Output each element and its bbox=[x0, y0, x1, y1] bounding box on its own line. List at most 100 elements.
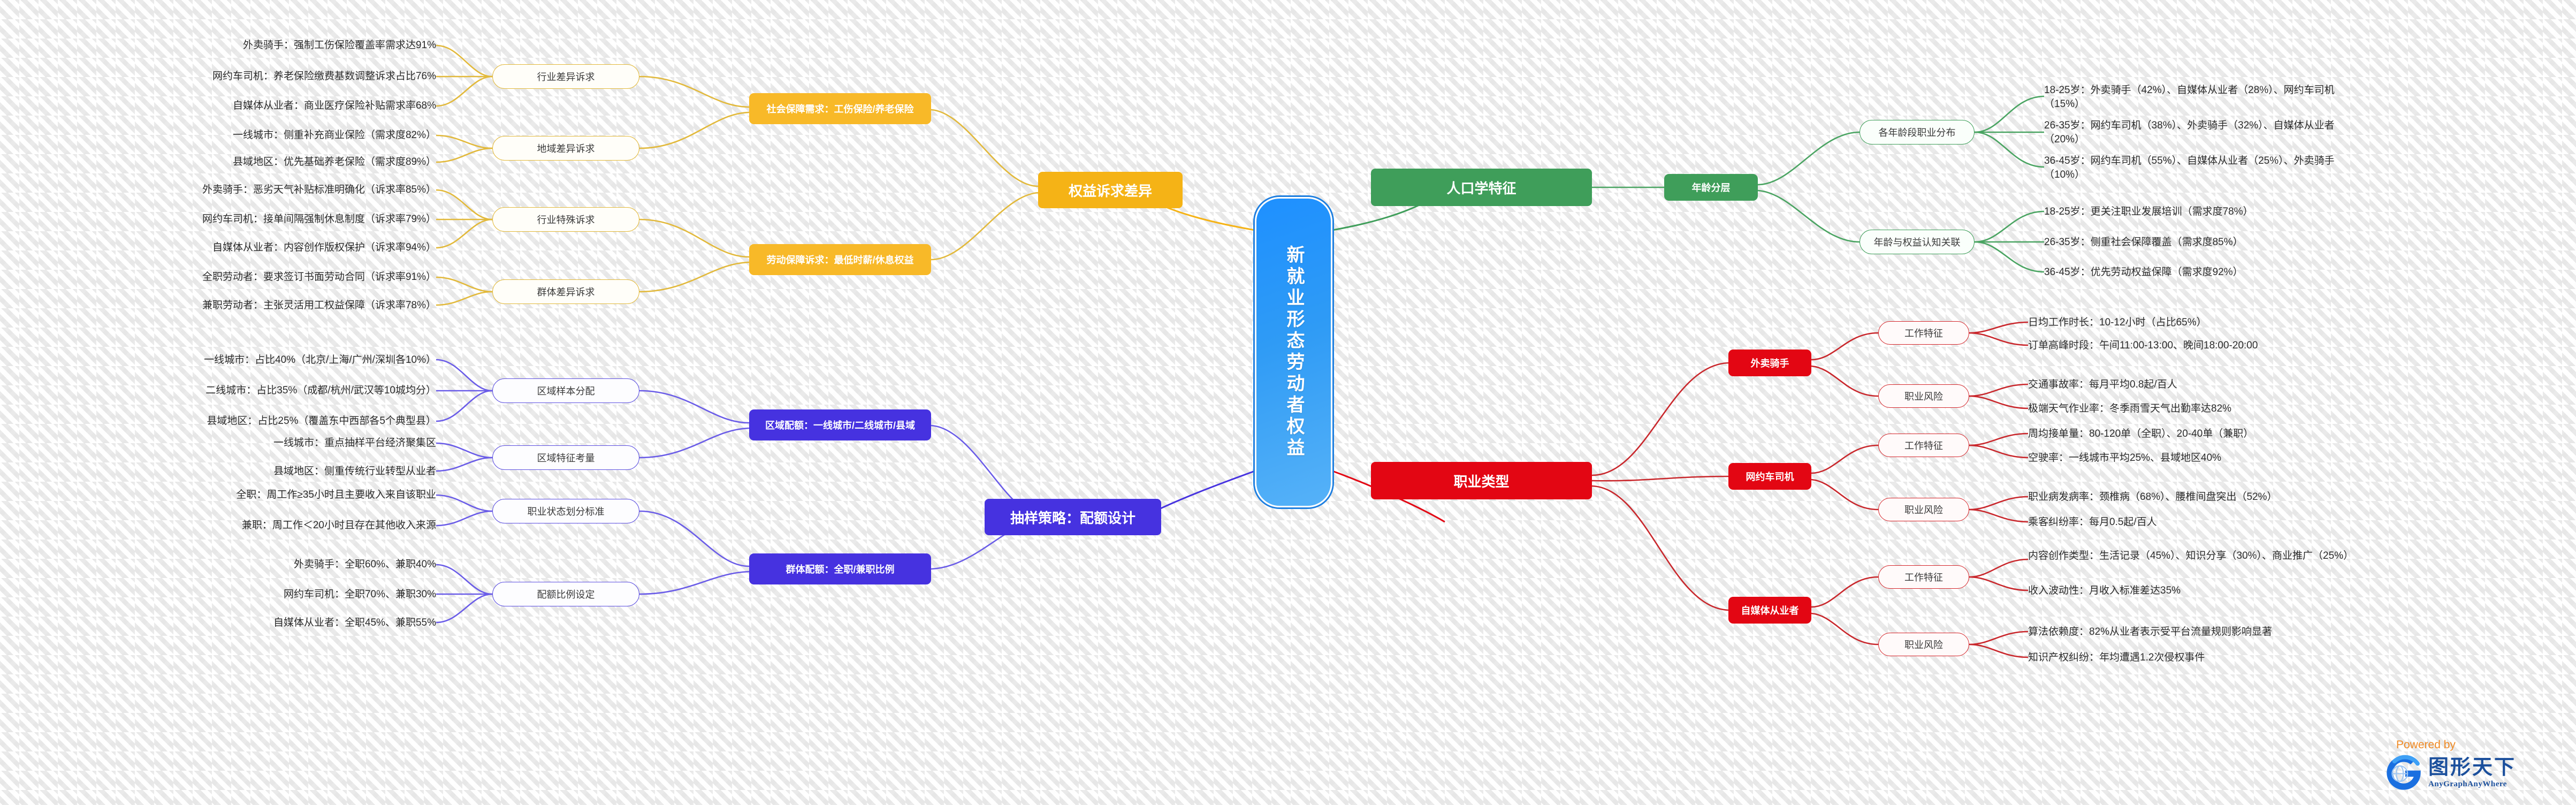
demographics-child-age-strata[interactable]: 年龄分层 bbox=[1664, 174, 1758, 201]
pill-rider-occupational-risk[interactable]: 职业风险 bbox=[1878, 384, 1969, 408]
rights-child-labor-protection[interactable]: 劳动保障诉求：最低时薪/休息权益 bbox=[749, 244, 931, 275]
leaf-sampling-0-1-1: 县域地区：侧重传统行业转型从业者 bbox=[273, 466, 436, 477]
pill-group-diff-appeal[interactable]: 群体差异诉求 bbox=[492, 279, 639, 304]
brand-name-cn: 图形天下 bbox=[2428, 756, 2517, 779]
pill-region-sample-allocation-label: 区域样本分配 bbox=[537, 386, 595, 397]
pill-employment-status-criteria[interactable]: 职业状态划分标准 bbox=[492, 499, 639, 523]
watermark: Powered by 图形天下 AnyGraphAnyWhere bbox=[2384, 739, 2561, 792]
watermark-powered-by: Powered by bbox=[2396, 739, 2456, 751]
leaf-demo-0-0-0: 18-25岁：外卖骑手（42%）、自媒体从业者（28%）、网约车司机（15%） bbox=[2044, 85, 2335, 110]
pill-rider-occupational-risk-label: 职业风险 bbox=[1904, 391, 1943, 402]
leaf-rights-0-0-2: 自媒体从业者：商业医疗保险补贴需求率68% bbox=[232, 100, 436, 111]
branch-occupation-label: 职业类型 bbox=[1453, 473, 1510, 490]
pill-group-diff-appeal-label: 群体差异诉求 bbox=[537, 287, 595, 298]
pill-driver-work-traits-label: 工作特征 bbox=[1904, 441, 1943, 451]
sampling-child-region-quota[interactable]: 区域配额：一线城市/二线城市/县域 bbox=[749, 409, 931, 441]
leaf-sampling-1-1-2: 自媒体从业者：全职45%、兼职55% bbox=[273, 617, 436, 628]
leaf-rights-0-1-1: 县域地区：优先基础养老保险（需求度89%） bbox=[232, 156, 436, 168]
branch-occupation[interactable]: 职业类型 bbox=[1371, 462, 1592, 499]
leaf-sampling-1-0-1: 兼职：周工作＜20小时且存在其他收入来源 bbox=[241, 520, 436, 531]
pill-rider-work-traits-label: 工作特征 bbox=[1904, 328, 1943, 339]
sampling-child-group-quota[interactable]: 群体配额：全职/兼职比例 bbox=[749, 553, 931, 584]
pill-industry-special-appeal-label: 行业特殊诉求 bbox=[537, 215, 595, 225]
pill-region-sample-allocation[interactable]: 区域样本分配 bbox=[492, 378, 639, 403]
branch-demographics-label: 人口学特征 bbox=[1446, 180, 1516, 196]
pill-industry-diff-appeal[interactable]: 行业差异诉求 bbox=[492, 64, 639, 89]
leaf-occ-0-1-0: 交通事故率：每月平均0.8起/百人 bbox=[2028, 379, 2177, 390]
leaf-demo-0-1-1: 26-35岁：侧重社会保障覆盖（需求度85%） bbox=[2044, 237, 2243, 248]
brand-name-en: AnyGraphAnyWhere bbox=[2428, 780, 2507, 788]
pill-rider-work-traits[interactable]: 工作特征 bbox=[1878, 321, 1969, 345]
brand-logo-icon bbox=[2384, 754, 2423, 792]
root-label: 新就业形态劳动者权益 bbox=[1284, 245, 1305, 459]
leaf-sampling-1-1-1: 网约车司机：全职70%、兼职30% bbox=[283, 589, 436, 600]
pill-region-feature-consideration[interactable]: 区域特征考量 bbox=[492, 445, 639, 470]
leaf-rights-1-1-1: 兼职劳动者：主张灵活用工权益保障（诉求率78%） bbox=[202, 300, 436, 311]
pill-region-diff-appeal[interactable]: 地域差异诉求 bbox=[492, 136, 639, 161]
pill-quota-ratio-setting[interactable]: 配额比例设定 bbox=[492, 582, 639, 606]
occupation-child-self-media-worker[interactable]: 自媒体从业者 bbox=[1728, 597, 1811, 624]
pill-quota-ratio-setting-label: 配额比例设定 bbox=[537, 589, 595, 600]
pill-industry-special-appeal[interactable]: 行业特殊诉求 bbox=[492, 207, 639, 232]
leaf-demo-0-1-2: 36-45岁：优先劳动权益保障（需求度92%） bbox=[2044, 267, 2243, 278]
leaf-rights-0-0-0: 外卖骑手：强制工伤保险覆盖率需求达91% bbox=[242, 40, 436, 51]
occupation-child-self-media-worker-label: 自媒体从业者 bbox=[1741, 605, 1799, 616]
pill-driver-occupational-risk[interactable]: 职业风险 bbox=[1878, 498, 1969, 521]
branch-rights-label: 权益诉求差异 bbox=[1068, 183, 1152, 199]
leaf-sampling-0-0-1: 二线城市：占比35%（成都/杭州/武汉等10城均分） bbox=[205, 385, 436, 396]
leaf-occ-2-0-1: 收入波动性：月收入标准差达35% bbox=[2028, 585, 2181, 596]
pill-media-occupational-risk[interactable]: 职业风险 bbox=[1878, 633, 1969, 656]
occupation-child-ride-hailing-driver-label: 网约车司机 bbox=[1746, 472, 1794, 482]
leaf-rights-1-1-0: 全职劳动者：要求签订书面劳动合同（诉求率91%） bbox=[202, 271, 436, 283]
leaf-sampling-1-1-0: 外卖骑手：全职60%、兼职40% bbox=[293, 559, 436, 570]
pill-driver-work-traits[interactable]: 工作特征 bbox=[1878, 434, 1969, 457]
leaf-occ-2-0-0: 内容创作类型：生活记录（45%）、知识分享（30%）、商业推广（25%） bbox=[2028, 550, 2354, 561]
rights-child-labor-protection-label: 劳动保障诉求：最低时薪/休息权益 bbox=[766, 255, 914, 265]
branch-rights[interactable]: 权益诉求差异 bbox=[1038, 172, 1183, 208]
pill-age-rights-awareness[interactable]: 年龄与权益认知关联 bbox=[1859, 230, 1975, 254]
rights-child-social-security-label: 社会保障需求：工伤保险/养老保险 bbox=[766, 104, 914, 115]
sampling-child-region-quota-label: 区域配额：一线城市/二线城市/县域 bbox=[765, 420, 915, 431]
branch-sampling-label: 抽样策略：配额设计 bbox=[1010, 510, 1135, 526]
pill-industry-diff-appeal-label: 行业差异诉求 bbox=[537, 72, 595, 82]
rights-child-social-security[interactable]: 社会保障需求：工伤保险/养老保险 bbox=[749, 93, 931, 124]
pill-employment-status-criteria-label: 职业状态划分标准 bbox=[527, 506, 605, 517]
leaf-rights-1-0-1: 网约车司机：接单间隔强制休息制度（诉求率79%） bbox=[202, 214, 436, 225]
leaf-occ-1-1-1: 乘客纠纷率：每月0.5起/百人 bbox=[2028, 517, 2157, 528]
leaf-demo-0-1-0: 18-25岁：更关注职业发展培训（需求度78%） bbox=[2044, 206, 2253, 217]
occupation-child-delivery-rider-label: 外卖骑手 bbox=[1750, 358, 1789, 369]
leaf-sampling-0-0-0: 一线城市：占比40%（北京/上海/广州/深圳各10%） bbox=[204, 354, 436, 366]
leaf-demo-0-0-2: 36-45岁：网约车司机（55%）、自媒体从业者（25%）、外卖骑手（10%） bbox=[2044, 155, 2335, 180]
leaf-rights-1-0-2: 自媒体从业者：内容创作版权保护（诉求率94%） bbox=[212, 242, 436, 253]
pill-media-work-traits[interactable]: 工作特征 bbox=[1878, 565, 1969, 589]
branch-demographics[interactable]: 人口学特征 bbox=[1371, 169, 1592, 206]
leaf-occ-0-1-1: 极端天气作业率：冬季雨雪天气出勤率达82% bbox=[2028, 403, 2232, 414]
leaf-occ-1-0-0: 周均接单量：80-120单（全职）、20-40单（兼职） bbox=[2028, 428, 2254, 439]
leaf-demo-0-0-1: 26-35岁：网约车司机（38%）、外卖骑手（32%）、自媒体从业者（20%） bbox=[2044, 120, 2335, 145]
sampling-child-group-quota-label: 群体配额：全职/兼职比例 bbox=[786, 564, 895, 575]
pill-region-feature-consideration-label: 区域特征考量 bbox=[537, 453, 595, 464]
leaf-occ-1-1-0: 职业病发病率：颈椎病（68%）、腰椎间盘突出（52%） bbox=[2028, 491, 2277, 503]
occupation-child-delivery-rider[interactable]: 外卖骑手 bbox=[1728, 350, 1811, 376]
leaf-sampling-1-0-0: 全职：周工作≥35小时且主要收入来自该职业 bbox=[236, 489, 436, 500]
leaf-rights-1-0-0: 外卖骑手：恶劣天气补贴标准明确化（诉求率85%） bbox=[202, 184, 436, 195]
pill-age-occupation-distribution[interactable]: 各年龄段职业分布 bbox=[1859, 120, 1975, 145]
occupation-child-ride-hailing-driver[interactable]: 网约车司机 bbox=[1728, 463, 1811, 490]
branch-sampling[interactable]: 抽样策略：配额设计 bbox=[985, 499, 1161, 535]
leaf-occ-1-0-1: 空驶率：一线城市平均25%、县域地区40% bbox=[2028, 452, 2222, 464]
leaf-sampling-0-1-0: 一线城市：重点抽样平台经济聚集区 bbox=[273, 437, 436, 449]
leaf-rights-0-1-0: 一线城市：侧重补充商业保险（需求度82%） bbox=[232, 130, 436, 141]
pill-region-diff-appeal-label: 地域差异诉求 bbox=[537, 143, 595, 154]
pill-driver-occupational-risk-label: 职业风险 bbox=[1904, 505, 1943, 515]
root-node[interactable]: 新就业形态劳动者权益 bbox=[1255, 197, 1332, 507]
leaf-sampling-0-0-2: 县域地区：占比25%（覆盖东中西部各5个典型县） bbox=[207, 415, 436, 427]
pill-age-occupation-distribution-label: 各年龄段职业分布 bbox=[1878, 127, 1956, 138]
pill-media-work-traits-label: 工作特征 bbox=[1904, 572, 1943, 583]
pill-media-occupational-risk-label: 职业风险 bbox=[1904, 640, 1943, 650]
leaf-occ-2-1-1: 知识产权纠纷：年均遭遇1.2次侵权事件 bbox=[2028, 652, 2205, 663]
leaf-occ-2-1-0: 算法依赖度：82%从业者表示受平台流量规则影响显著 bbox=[2028, 626, 2273, 637]
leaf-occ-0-0-0: 日均工作时长：10-12小时（占比65%） bbox=[2028, 317, 2207, 328]
leaf-rights-0-0-1: 网约车司机：养老保险缴费基数调整诉求占比76% bbox=[212, 71, 436, 82]
